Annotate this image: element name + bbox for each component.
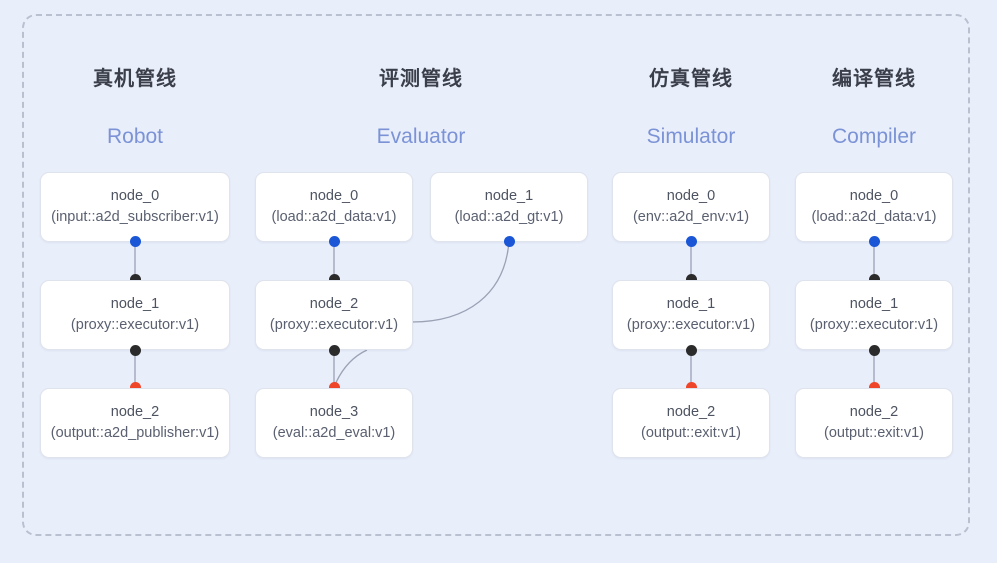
node-evaluator-node-2[interactable]: node_2 (proxy::executor:v1) (255, 280, 413, 350)
node-name: node_1 (849, 296, 899, 312)
node-type: (input::a2d_subscriber:v1) (51, 209, 219, 225)
column-title-compiler: 编译管线 (832, 68, 916, 90)
column-title-robot: 真机管线 (93, 68, 177, 90)
node-name: node_0 (849, 188, 899, 204)
node-type: (proxy::executor:v1) (269, 317, 399, 333)
node-name: node_1 (110, 296, 160, 312)
node-robot-node-2[interactable]: node_2 (output::a2d_publisher:v1) (40, 388, 230, 458)
port-output-blue-icon[interactable] (328, 235, 340, 247)
node-evaluator-node-0[interactable]: node_0 (load::a2d_data:v1) (255, 172, 413, 242)
port-output-black-icon[interactable] (868, 344, 880, 356)
port-input-red-icon[interactable] (868, 381, 880, 393)
port-output-blue-icon[interactable] (868, 235, 880, 247)
node-type: (proxy::executor:v1) (70, 317, 200, 333)
node-type: (eval::a2d_eval:v1) (272, 425, 396, 441)
node-name: node_0 (666, 188, 716, 204)
port-input-black-icon[interactable] (868, 273, 880, 285)
node-compiler-node-2[interactable]: node_2 (output::exit:v1) (795, 388, 953, 458)
port-output-black-icon[interactable] (685, 344, 697, 356)
port-output-blue-icon[interactable] (685, 235, 697, 247)
node-name: node_0 (110, 188, 160, 204)
node-name: node_0 (309, 188, 359, 204)
port-input-black-icon[interactable] (129, 273, 141, 285)
node-type: (env::a2d_env:v1) (632, 209, 750, 225)
node-type: (proxy::executor:v1) (809, 317, 939, 333)
edge-eval-executor-to-eval (333, 349, 368, 388)
port-input-red-icon[interactable] (328, 381, 340, 393)
port-input-black-icon[interactable] (685, 273, 697, 285)
node-simulator-node-0[interactable]: node_0 (env::a2d_env:v1) (612, 172, 770, 242)
node-type: (output::exit:v1) (824, 425, 924, 441)
node-compiler-node-1[interactable]: node_1 (proxy::executor:v1) (795, 280, 953, 350)
node-name: node_1 (666, 296, 716, 312)
port-input-black-icon[interactable] (328, 273, 340, 285)
node-type: (load::a2d_data:v1) (811, 209, 937, 225)
node-name: node_2 (666, 404, 716, 420)
port-output-blue-icon[interactable] (503, 235, 515, 247)
column-title-evaluator: 评测管线 (379, 68, 463, 90)
node-simulator-node-1[interactable]: node_1 (proxy::executor:v1) (612, 280, 770, 350)
node-type: (output::exit:v1) (641, 425, 741, 441)
port-output-blue-icon[interactable] (129, 235, 141, 247)
port-output-black-icon[interactable] (328, 344, 340, 356)
node-name: node_2 (110, 404, 160, 420)
node-type: (load::a2d_data:v1) (271, 209, 397, 225)
column-subtitle-compiler: Compiler (831, 125, 917, 148)
node-simulator-node-2[interactable]: node_2 (output::exit:v1) (612, 388, 770, 458)
node-name: node_2 (309, 296, 359, 312)
node-type: (proxy::executor:v1) (626, 317, 756, 333)
column-subtitle-simulator: Simulator (646, 125, 736, 148)
node-type: (load::a2d_gt:v1) (454, 209, 564, 225)
port-output-black-icon[interactable] (129, 344, 141, 356)
node-compiler-node-0[interactable]: node_0 (load::a2d_data:v1) (795, 172, 953, 242)
node-robot-node-1[interactable]: node_1 (proxy::executor:v1) (40, 280, 230, 350)
edge-eval-gt-to-executor (411, 240, 510, 323)
node-type: (output::a2d_publisher:v1) (50, 425, 220, 441)
port-input-red-icon[interactable] (685, 381, 697, 393)
node-name: node_2 (849, 404, 899, 420)
node-robot-node-0[interactable]: node_0 (input::a2d_subscriber:v1) (40, 172, 230, 242)
node-name: node_3 (309, 404, 359, 420)
column-title-simulator: 仿真管线 (649, 68, 733, 90)
column-subtitle-evaluator: Evaluator (376, 125, 466, 148)
column-subtitle-robot: Robot (106, 125, 164, 148)
node-name: node_1 (484, 188, 534, 204)
node-evaluator-node-1[interactable]: node_1 (load::a2d_gt:v1) (430, 172, 588, 242)
node-evaluator-node-3[interactable]: node_3 (eval::a2d_eval:v1) (255, 388, 413, 458)
port-input-red-icon[interactable] (129, 381, 141, 393)
